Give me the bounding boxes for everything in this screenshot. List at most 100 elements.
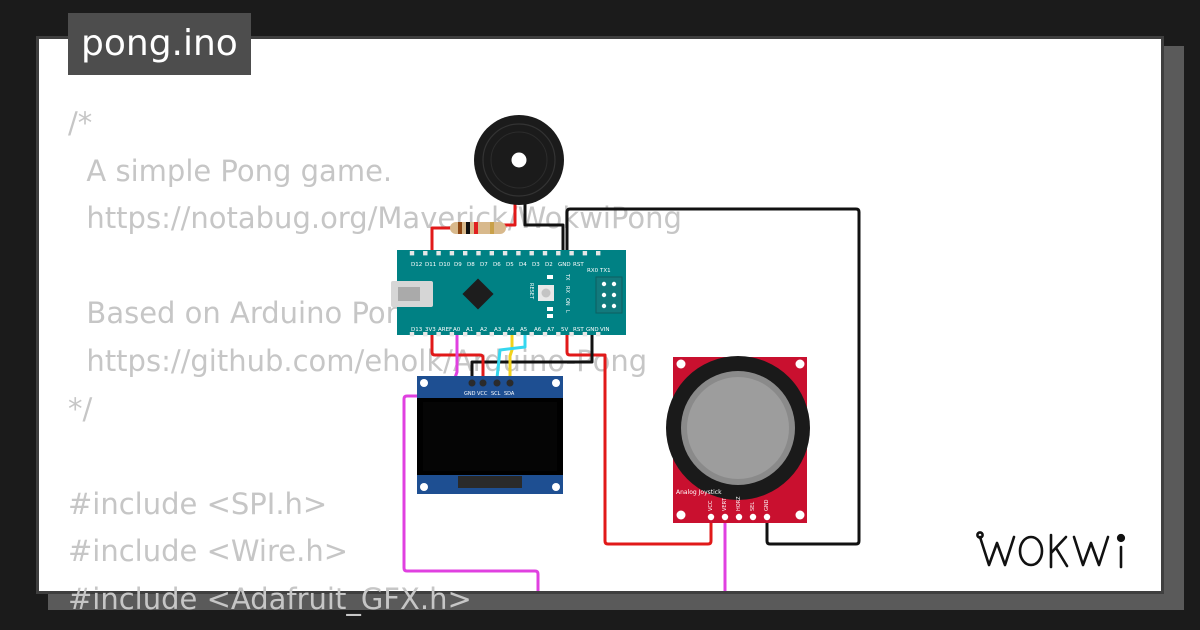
wokwi-logo	[976, 531, 1126, 569]
nano-pin-hole[interactable]	[582, 251, 588, 256]
nano-pin-hole[interactable]	[476, 251, 481, 256]
pin-label: D2	[545, 262, 553, 268]
pin-label: A2	[480, 327, 487, 333]
wire-buzzer-resistor[interactable]	[501, 198, 517, 227]
nano-pin-hole[interactable]	[596, 251, 601, 256]
nano-pin-hole[interactable]	[489, 332, 494, 337]
resistor[interactable]	[450, 222, 506, 234]
joystick-pin-label: SEL	[750, 502, 756, 511]
joystick-pin-label: VCC	[708, 500, 714, 511]
code-line: /*	[68, 106, 93, 140]
pin-label: D5	[506, 262, 514, 268]
pin-label: RX0	[587, 268, 599, 274]
pin-label: TX1	[599, 268, 611, 274]
wire-resistor-d12[interactable]	[430, 226, 454, 257]
pin-label: RST	[573, 262, 584, 268]
led-labels: TX RX ON L RESET	[528, 273, 570, 313]
joystick-pin-label: VERT	[722, 497, 728, 511]
nano-bottom-labels: D13 3V3 AREF A0 A1 A2 A3 A4 A5 A6 A7 5V …	[411, 327, 610, 333]
code-line: https://notabug.org/Maverick/WokwiPong	[68, 201, 682, 236]
nano-pin-hole[interactable]	[489, 251, 494, 256]
wire-buzzer-gnd[interactable]	[523, 198, 565, 258]
oled-pin-label: SCL	[491, 391, 501, 397]
pin-label: AREF	[438, 327, 452, 333]
pin-label: A7	[547, 327, 555, 333]
pin-label: A5	[520, 327, 528, 333]
joystick-pins	[707, 513, 771, 521]
wire-gnd-oled[interactable]	[470, 330, 594, 380]
nano-pin-hole[interactable]	[529, 332, 534, 337]
nano-pin-hole[interactable]	[502, 332, 508, 337]
pin-label: D7	[480, 262, 488, 268]
nano-pin-hole[interactable]	[436, 332, 441, 337]
joystick-label: Analog Joystick	[676, 489, 722, 496]
nano-pin-hole[interactable]	[556, 332, 561, 337]
led-label: ON	[564, 298, 570, 306]
nano-pin-hole[interactable]	[409, 332, 415, 337]
pin-label: A0	[453, 327, 461, 333]
nano-pin-hole[interactable]	[463, 251, 468, 256]
nano-pin-hole[interactable]	[529, 251, 534, 256]
nano-pin-hole[interactable]	[502, 251, 508, 256]
reset-label: RESET	[528, 283, 534, 300]
pin-label: D6	[493, 262, 501, 268]
code-line: #include <SPI.h>	[68, 486, 328, 521]
oled-pin-label: VCC	[477, 391, 488, 397]
nano-pin-hole[interactable]	[409, 251, 415, 256]
status-leds	[547, 275, 553, 318]
led-label: RX	[564, 286, 570, 293]
code-preview: /* A simple Pong game. https://notabug.o…	[68, 100, 682, 624]
nano-pin-hole[interactable]	[582, 332, 588, 337]
pin-label: 3V3	[425, 327, 436, 333]
pin-label: D3	[532, 262, 540, 268]
nano-bottom-pin-holes	[409, 332, 601, 337]
wire-a4-sda[interactable]	[508, 330, 514, 380]
nano-pin-hole[interactable]	[542, 332, 548, 337]
nano-pin-hole[interactable]	[516, 251, 521, 256]
code-line: A simple Pong game.	[68, 153, 393, 188]
nano-pin-hole[interactable]	[449, 251, 455, 256]
analog-joystick[interactable]: Analog Joystick VCC VERT HORZ SEL GND	[666, 356, 810, 523]
buzzer[interactable]	[474, 115, 564, 205]
wire-gnd-joystick[interactable]	[565, 207, 861, 546]
oled-pin-label: GND	[464, 391, 476, 397]
nano-pin-hole[interactable]	[556, 251, 561, 256]
arduino-nano[interactable]: D12 D11 D10 D9 D8 D7 D6 D5 D4 D3 D2 GND …	[391, 250, 626, 337]
code-line: #include <Wire.h>	[68, 534, 349, 569]
oled-display[interactable]: GND VCC SCL SDA	[417, 376, 563, 494]
nano-pin-hole[interactable]	[596, 332, 601, 337]
nano-pin-hole[interactable]	[516, 332, 521, 337]
pin-label: A1	[466, 327, 473, 333]
pin-label: D11	[425, 262, 436, 268]
pin-label: D4	[519, 262, 527, 268]
pin-label: 5V	[561, 327, 568, 333]
led-label: TX	[564, 273, 570, 281]
nano-pin-hole[interactable]	[423, 332, 428, 337]
nano-top-pin-holes	[409, 251, 601, 256]
pin-label: VIN	[600, 327, 610, 333]
filename-tab: pong.ino	[68, 13, 251, 75]
nano-pin-hole[interactable]	[449, 332, 455, 337]
pin-label: D12	[411, 262, 422, 268]
wire-5v-joystick-vcc[interactable]	[565, 330, 713, 546]
code-line: #include <Adafruit_GFX.h>	[68, 581, 472, 616]
joystick-pin-label: HORZ	[736, 496, 742, 511]
pin-label: A6	[534, 327, 542, 333]
nano-pin-hole[interactable]	[542, 251, 548, 256]
nano-pin-hole[interactable]	[569, 332, 574, 337]
nano-pin-hole[interactable]	[423, 251, 428, 256]
nano-pin-hole[interactable]	[436, 251, 441, 256]
nano-top-labels: D12 D11 D10 D9 D8 D7 D6 D5 D4 D3 D2 GND …	[411, 262, 611, 274]
wire-a5-scl[interactable]	[495, 330, 527, 380]
pin-label: A4	[507, 327, 515, 333]
nano-pin-hole[interactable]	[463, 332, 468, 337]
pin-label: D9	[454, 262, 462, 268]
code-line: Based on Arduino Pong	[68, 296, 423, 331]
oled-pins	[468, 379, 514, 387]
pin-label: GND	[558, 262, 571, 268]
nano-pin-hole[interactable]	[569, 251, 574, 256]
nano-pin-hole[interactable]	[476, 332, 481, 337]
pin-label: D13	[411, 327, 423, 333]
pin-label: D8	[467, 262, 475, 268]
